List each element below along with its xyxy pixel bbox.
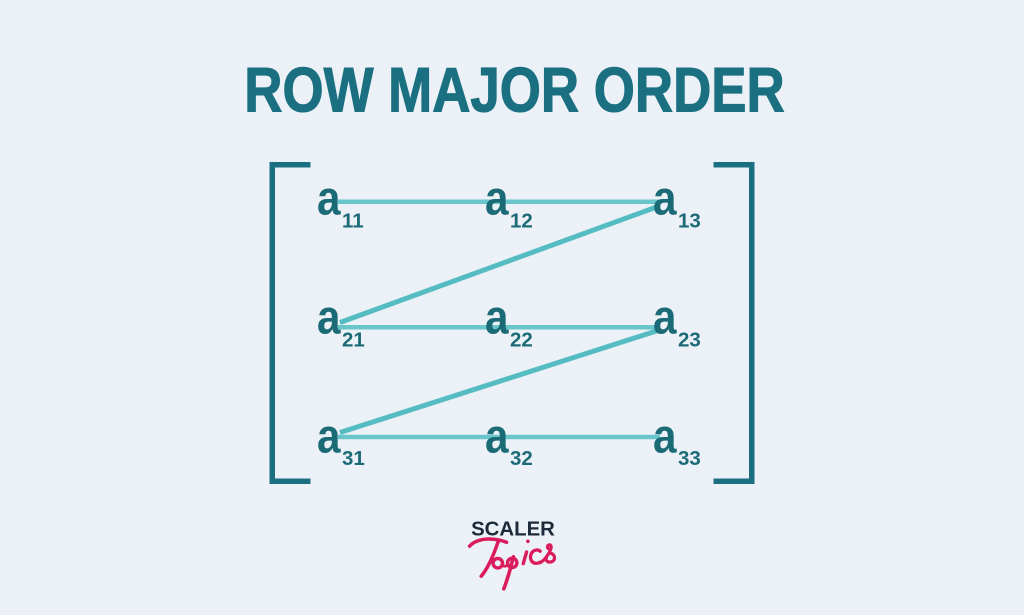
svg-text:a: a <box>485 411 509 464</box>
svg-text:a: a <box>653 292 677 345</box>
svg-text:a: a <box>653 173 677 226</box>
svg-text:12: 12 <box>510 210 533 233</box>
svg-text:31: 31 <box>342 447 365 470</box>
svg-text:SCALER: SCALER <box>471 518 555 540</box>
svg-text:21: 21 <box>342 328 365 351</box>
svg-text:13: 13 <box>678 210 701 233</box>
svg-text:a: a <box>485 292 509 345</box>
svg-text:22: 22 <box>510 328 533 351</box>
svg-text:11: 11 <box>342 210 364 233</box>
svg-text:33: 33 <box>678 447 701 470</box>
svg-text:a: a <box>317 173 341 226</box>
svg-text:32: 32 <box>510 447 533 470</box>
svg-text:a: a <box>317 292 341 345</box>
svg-text:a: a <box>485 173 509 226</box>
svg-text:ROW MAJOR ORDER: ROW MAJOR ORDER <box>244 55 784 125</box>
svg-text:a: a <box>653 411 677 464</box>
svg-text:23: 23 <box>678 328 701 351</box>
svg-text:a: a <box>317 411 341 464</box>
